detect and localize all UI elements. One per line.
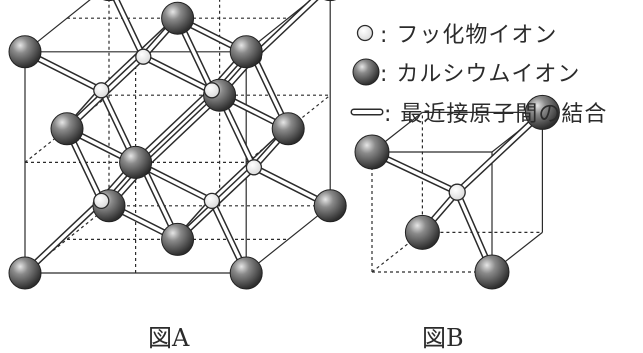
legend-bond-label: : 最近接原子間の結合 bbox=[384, 102, 608, 127]
bond-rod bbox=[21, 197, 105, 277]
legend-bond: : 最近接原子間の結合 bbox=[352, 97, 607, 127]
bond-rod bbox=[250, 0, 319, 60]
calcium-ion bbox=[404, 214, 440, 250]
calcium-ion bbox=[524, 94, 560, 130]
fluoride-ion bbox=[135, 48, 152, 65]
calcium-ion bbox=[161, 1, 195, 35]
bond-rod bbox=[453, 109, 546, 196]
calcium-ion bbox=[8, 256, 42, 290]
calcium-ion bbox=[119, 145, 153, 179]
bond-rod bbox=[112, 0, 147, 60]
figure-b-caption: 図B bbox=[422, 324, 464, 352]
bond-rod bbox=[132, 87, 216, 166]
fluoride-ion bbox=[245, 159, 263, 176]
legend-fluoride: : フッ化物イオン bbox=[352, 18, 557, 48]
calcium-ion bbox=[354, 134, 390, 170]
calcium-ion bbox=[313, 189, 347, 223]
bond-rod bbox=[140, 91, 223, 171]
calcium-ion bbox=[229, 256, 263, 290]
cell-edge bbox=[245, 0, 312, 53]
fluoride-legend-icon bbox=[356, 24, 374, 42]
legend-calcium-label: : カルシウムイオン bbox=[380, 62, 581, 87]
calcium-ion bbox=[324, 0, 337, 2]
legend-fluoride-label: : フッ化物イオン bbox=[380, 23, 558, 48]
legend-calcium: : カルシウムイオン bbox=[352, 57, 580, 87]
calcium-ion bbox=[474, 254, 510, 290]
fluoride-ion bbox=[448, 183, 466, 201]
fluoride-ion bbox=[203, 192, 221, 210]
cell-edge bbox=[371, 231, 423, 273]
figure-a-caption: 図A bbox=[148, 324, 190, 352]
calcium-legend-icon bbox=[352, 58, 380, 86]
calcium-ion bbox=[161, 222, 195, 256]
fluoride-ion bbox=[93, 82, 110, 99]
fluoride-ion bbox=[93, 192, 110, 210]
calcium-ion bbox=[8, 35, 42, 69]
fluoride-ion bbox=[203, 82, 221, 99]
calcium-ion bbox=[50, 112, 84, 146]
cell-edge bbox=[245, 205, 331, 274]
calcium-ion bbox=[103, 0, 115, 2]
calcium-ion bbox=[229, 35, 263, 69]
calcium-ion bbox=[271, 112, 305, 146]
